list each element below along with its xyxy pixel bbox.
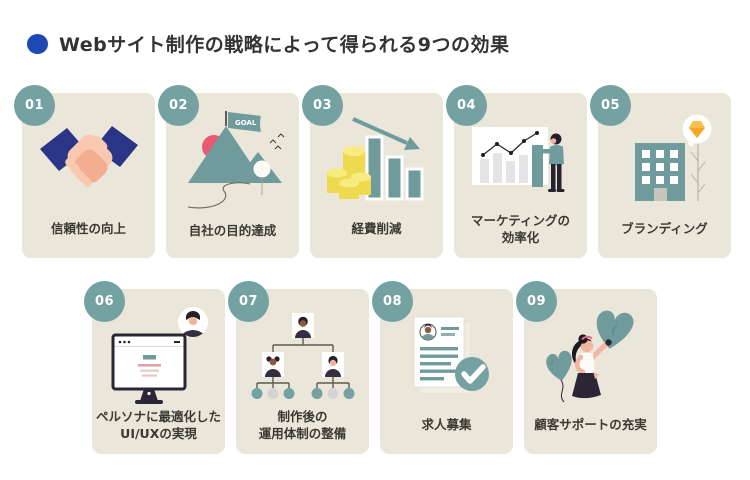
number-badge: 04 bbox=[446, 85, 487, 126]
card-label: 自社の目的達成 bbox=[188, 223, 277, 239]
bullet-circle-icon bbox=[27, 33, 48, 54]
effect-card-05: 05 ブランディング bbox=[590, 85, 731, 258]
building-branding-icon bbox=[598, 93, 731, 209]
badge-number: 04 bbox=[456, 98, 477, 113]
effect-card-03: 03 経費削減 bbox=[302, 85, 443, 258]
effect-card-07: 07 bbox=[228, 281, 369, 454]
number-badge: 08 bbox=[372, 281, 413, 322]
page-header: Webサイト制作の戦略によって得られる9つの効果 bbox=[27, 30, 509, 57]
number-badge: 02 bbox=[158, 85, 199, 126]
effect-card-04: 04 bbox=[446, 85, 587, 258]
number-badge: 09 bbox=[516, 281, 557, 322]
badge-number: 03 bbox=[312, 98, 333, 113]
card-label: ブランディング bbox=[621, 221, 708, 237]
effect-card-06: 06 bbox=[84, 281, 225, 454]
heart-balloons-icon bbox=[524, 289, 657, 405]
card-label: ペルソナに最適化した UI/UXの実現 bbox=[96, 408, 222, 442]
cost-reduction-icon bbox=[310, 93, 443, 209]
goal-mountain-icon: GOAL bbox=[166, 93, 299, 211]
monitor-persona-icon bbox=[92, 289, 225, 405]
number-badge: 03 bbox=[302, 85, 343, 126]
card-label: 信頼性の向上 bbox=[50, 221, 126, 237]
page-title: Webサイト制作の戦略によって得られる9つの効果 bbox=[59, 34, 510, 56]
effect-card-09: 09 bbox=[516, 281, 657, 454]
card-label: マーケティングの 効率化 bbox=[470, 212, 570, 246]
card-label: 制作後の 運用体制の整備 bbox=[258, 408, 347, 442]
effect-card-02: 02 GOAL 自社の目的達成 bbox=[158, 85, 299, 258]
badge-number: 05 bbox=[600, 98, 621, 113]
card-label: 求人募集 bbox=[421, 417, 472, 433]
badge-number: 01 bbox=[24, 98, 45, 113]
card-row-1: 01 信頼性の向上 02 bbox=[14, 85, 731, 258]
badge-number: 02 bbox=[168, 98, 189, 113]
number-badge: 06 bbox=[84, 281, 125, 322]
number-badge: 07 bbox=[228, 281, 269, 322]
marketing-chart-icon bbox=[454, 93, 587, 209]
number-badge: 05 bbox=[590, 85, 631, 126]
card-label: 経費削減 bbox=[351, 221, 402, 237]
card-label: 顧客サポートの充実 bbox=[534, 417, 647, 433]
badge-number: 06 bbox=[94, 294, 115, 309]
handshake-icon bbox=[22, 93, 155, 209]
badge-number: 08 bbox=[382, 294, 403, 309]
badge-number: 07 bbox=[238, 294, 259, 309]
effect-card-01: 01 信頼性の向上 bbox=[14, 85, 155, 258]
number-badge: 01 bbox=[14, 85, 55, 126]
badge-number: 09 bbox=[526, 294, 547, 309]
effect-card-08: 08 bbox=[372, 281, 513, 454]
card-row-2: 06 bbox=[84, 281, 657, 454]
resume-check-icon bbox=[380, 289, 513, 405]
goal-flag-text: GOAL bbox=[235, 119, 257, 127]
org-chart-icon bbox=[236, 289, 369, 405]
